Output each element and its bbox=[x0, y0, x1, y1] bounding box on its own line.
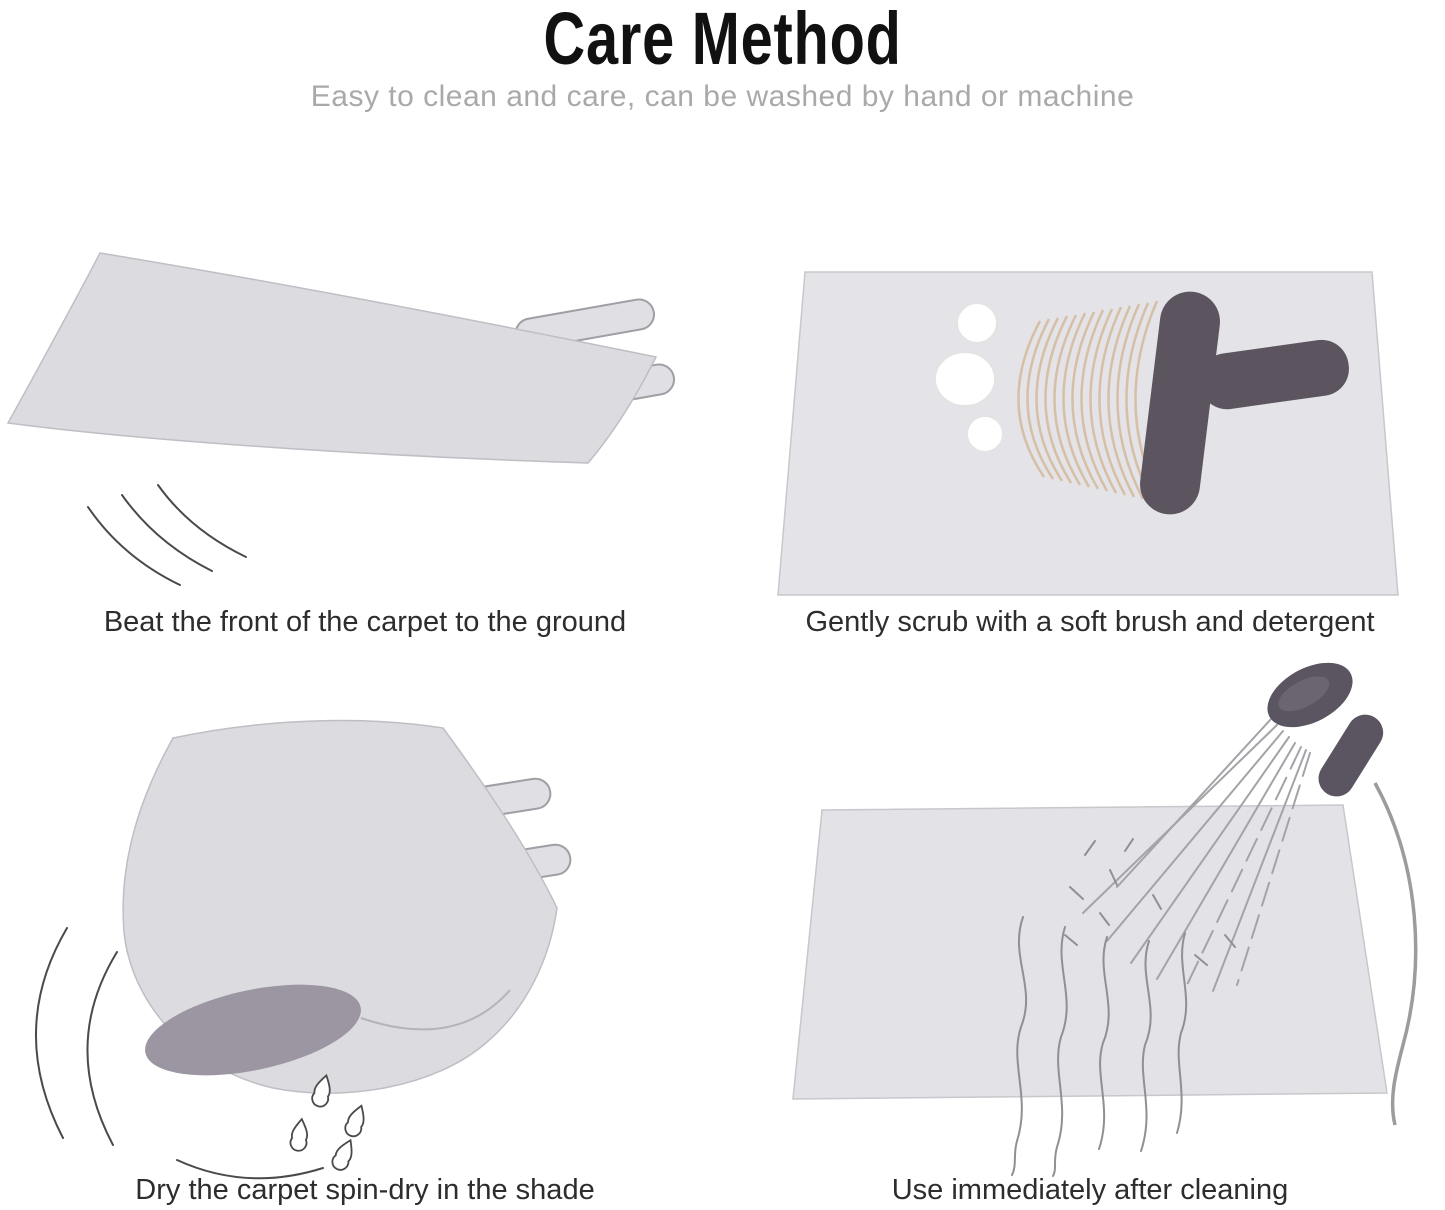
brush-scrub-illustration bbox=[772, 265, 1422, 605]
header: Care Method Easy to clean and care, can … bbox=[0, 0, 1445, 114]
motion-lines-icon bbox=[35, 927, 324, 1180]
shower-cord-icon bbox=[1373, 782, 1418, 1126]
page-subtitle: Easy to clean and care, can be washed by… bbox=[310, 80, 1135, 113]
carpet-beat-icon bbox=[6, 252, 675, 586]
caption-scrub: Gently scrub with a soft brush and deter… bbox=[805, 606, 1375, 638]
splash-ticks-icon bbox=[1064, 838, 1236, 966]
shower-head-icon bbox=[1267, 662, 1384, 797]
spray-lines-icon bbox=[1082, 718, 1311, 992]
carpet-sheet-icon bbox=[6, 252, 658, 464]
carpet-beat-illustration bbox=[0, 235, 680, 635]
brush-icon bbox=[1140, 291, 1349, 515]
motion-lines-icon bbox=[87, 484, 247, 586]
curl-edge-icon bbox=[360, 989, 511, 1031]
brush-scrub-icon bbox=[777, 271, 1399, 596]
page-title: Care Method bbox=[543, 0, 902, 80]
carpet-spin-dry-icon bbox=[35, 719, 572, 1180]
bristles-icon bbox=[1017, 300, 1163, 504]
water-drops-icon bbox=[289, 1073, 365, 1171]
caption-rinse: Use immediately after cleaning bbox=[891, 1174, 1289, 1206]
foam-icon bbox=[934, 302, 1004, 453]
carpet-mat-icon bbox=[777, 271, 1399, 596]
carpet-spin-dry-illustration bbox=[5, 700, 665, 1195]
shower-rinse-illustration bbox=[765, 655, 1435, 1180]
shower-rinse-icon bbox=[792, 662, 1418, 1177]
caption-dry: Dry the carpet spin-dry in the shade bbox=[135, 1174, 595, 1206]
caption-beat: Beat the front of the carpet to the grou… bbox=[103, 606, 627, 638]
water-flow-lines-icon bbox=[1011, 916, 1188, 1177]
roll-end-icon bbox=[145, 984, 361, 1076]
